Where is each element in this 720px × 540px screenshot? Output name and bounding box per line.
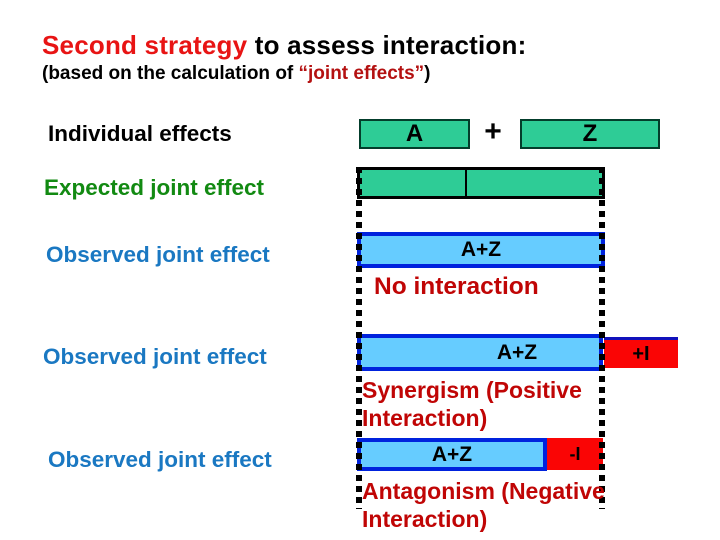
- slide-title-rest: to assess interaction:: [247, 30, 527, 60]
- synergism-annotation-line1: Synergism (Positive: [362, 377, 582, 403]
- positive-interaction-box: +I: [604, 337, 678, 368]
- observed-joint-effect-label-1: Observed joint effect: [46, 242, 270, 267]
- observed-bar-synergism: A+Z: [357, 334, 603, 371]
- slide-title: Second strategy to assess interaction:: [42, 30, 526, 61]
- factor-z-box: Z: [520, 119, 660, 149]
- subtitle-highlight: “joint effects”: [298, 63, 425, 84]
- expected-joint-effect-label: Expected joint effect: [44, 175, 265, 200]
- slide-title-highlight: Second strategy: [42, 30, 248, 60]
- left-dotted-guide-line: [356, 167, 362, 509]
- factor-a-box: A: [359, 119, 470, 149]
- negative-interaction-box: -I: [547, 438, 603, 470]
- plus-sign: +: [484, 115, 502, 148]
- observed-joint-effect-label-2: Observed joint effect: [43, 344, 267, 369]
- observed-bar-antagonism: A+Z: [357, 438, 547, 471]
- antagonism-annotation-line2: Interaction): [362, 506, 488, 532]
- antagonism-annotation-line1: Antagonism (Negative: [362, 478, 605, 504]
- right-dotted-guide-line: [599, 167, 605, 509]
- subtitle-pre: (based on the calculation of: [42, 63, 299, 84]
- no-interaction-annotation: No interaction: [374, 273, 539, 300]
- subtitle-post: ): [424, 63, 431, 84]
- slide-subtitle: (based on the calculation of “joint effe…: [42, 63, 430, 85]
- synergism-annotation-line2: Interaction): [362, 405, 488, 431]
- expected-bar-divider: [465, 170, 467, 196]
- expected-joint-effect-bar: [357, 167, 605, 199]
- observed-joint-effect-label-3: Observed joint effect: [48, 447, 272, 472]
- individual-effects-label: Individual effects: [48, 121, 232, 146]
- observed-bar-no-interaction: A+Z: [357, 232, 605, 268]
